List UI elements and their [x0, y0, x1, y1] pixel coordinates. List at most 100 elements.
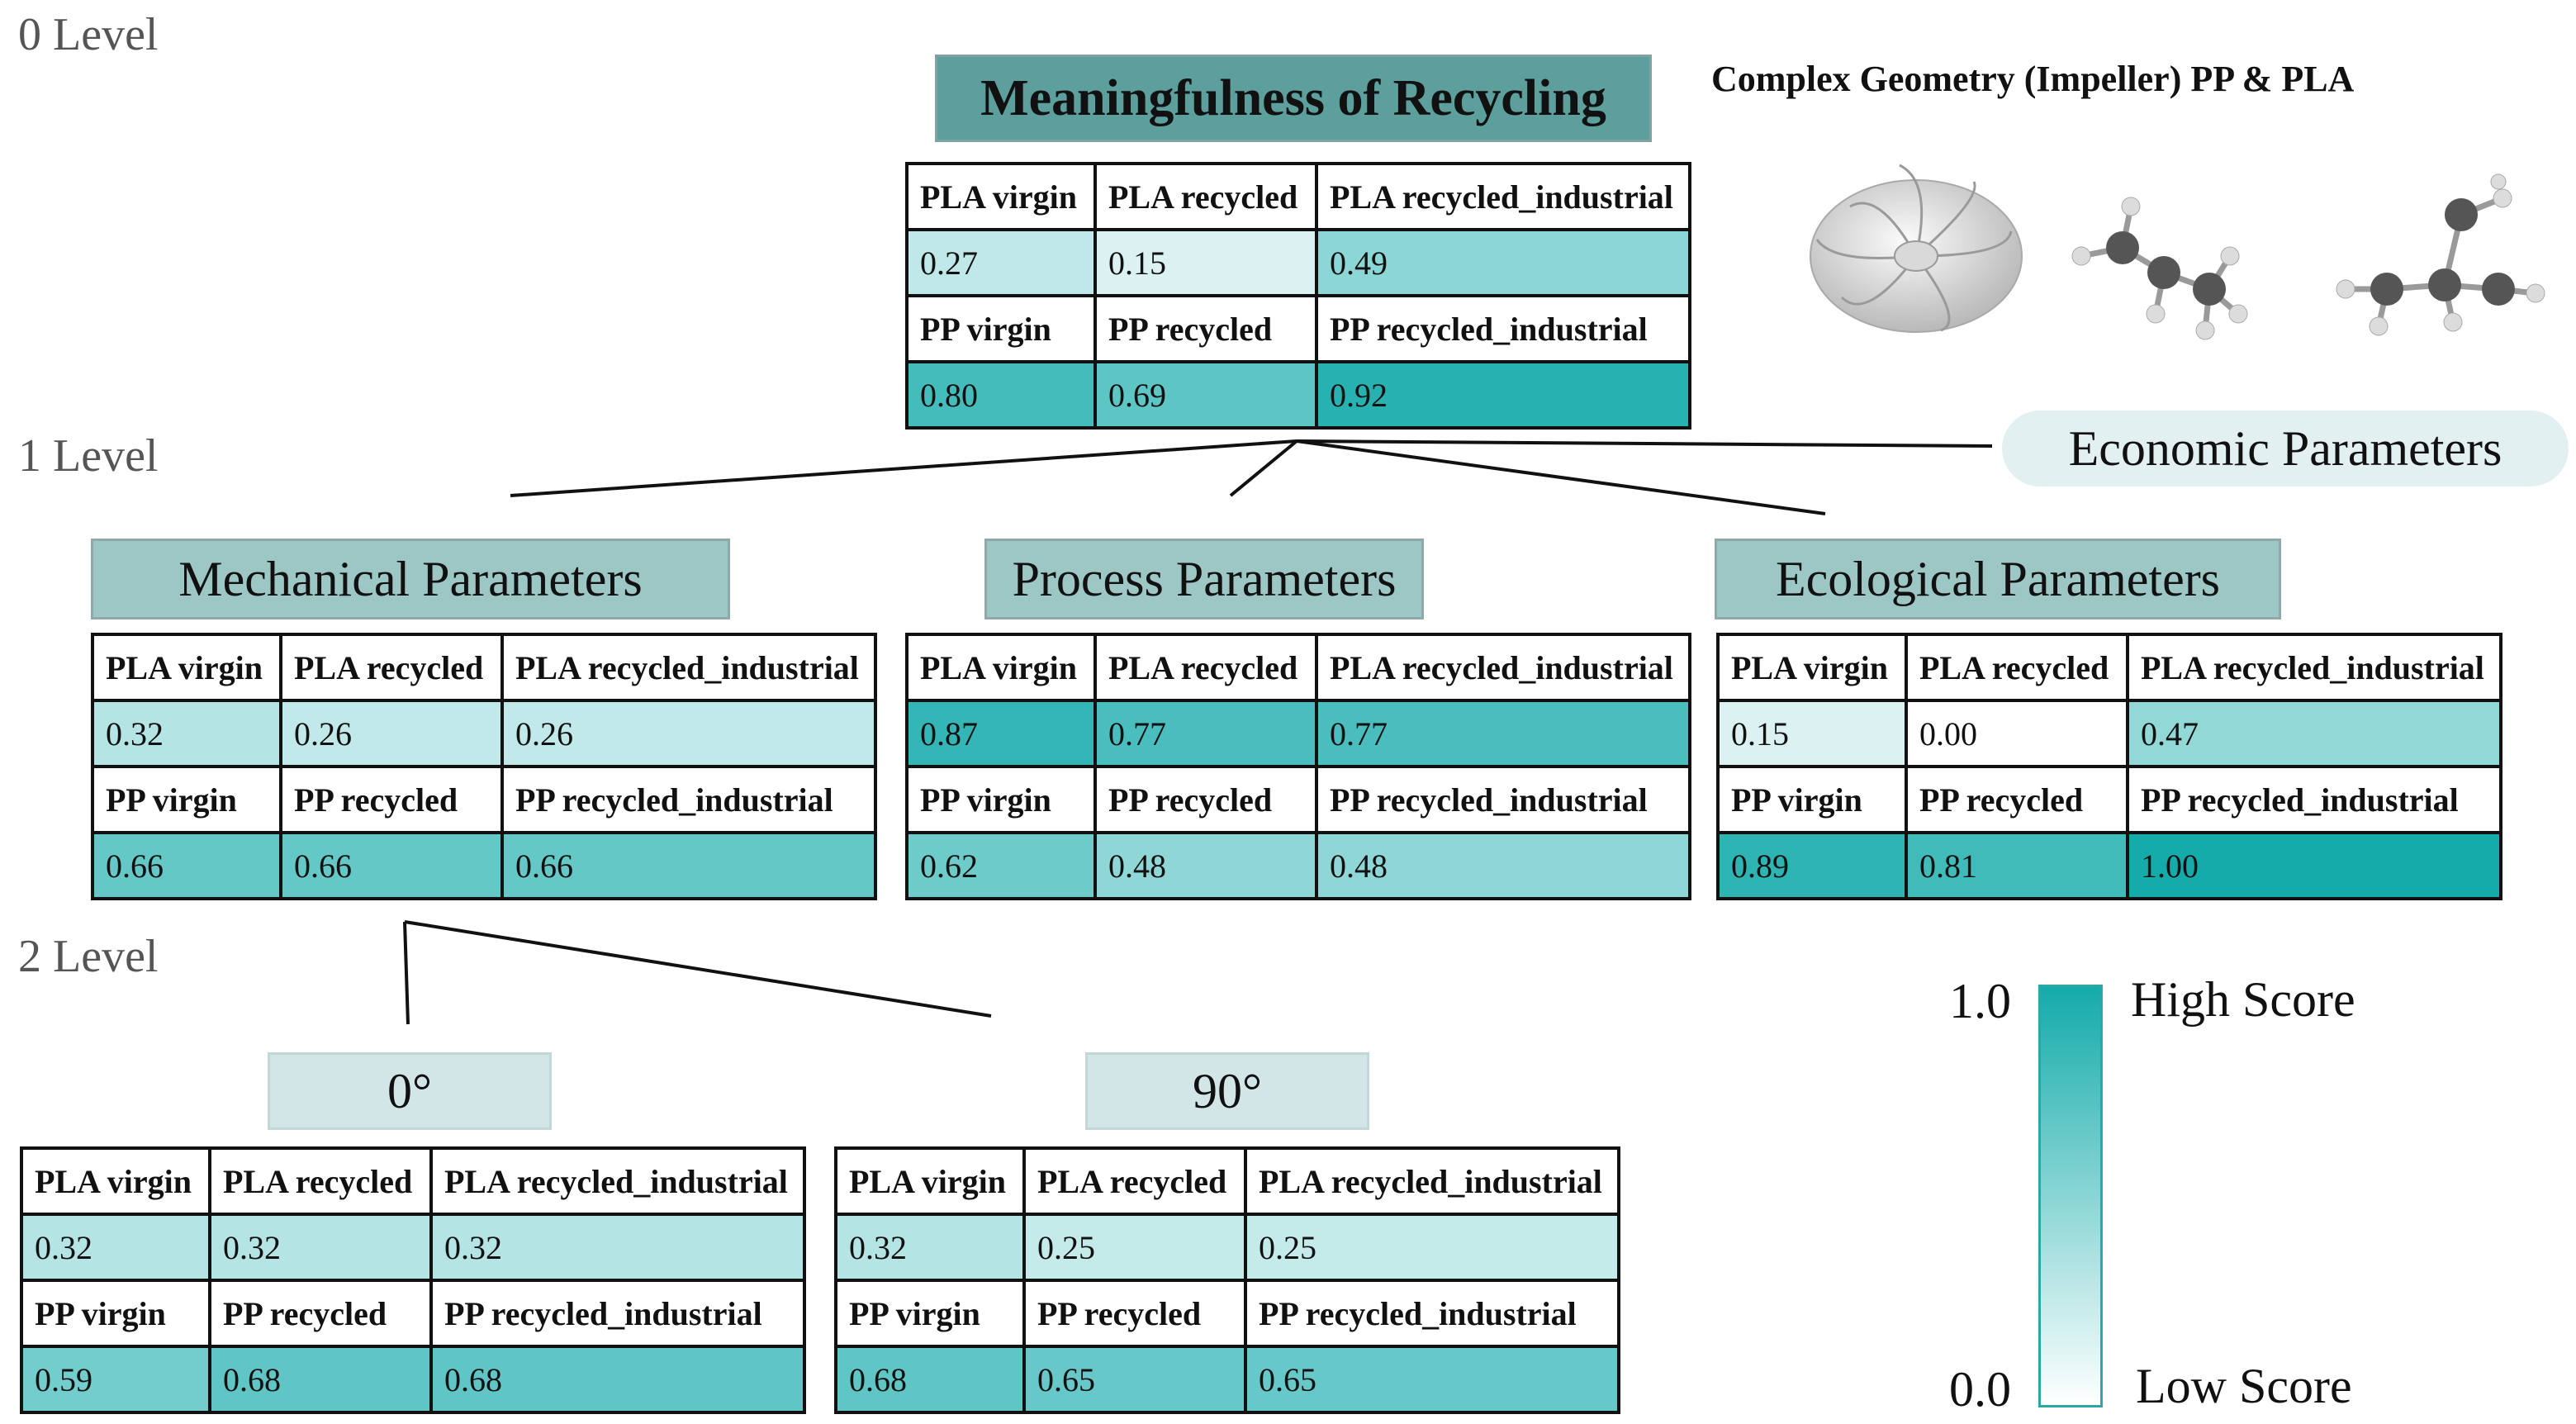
material-label-cell: PP recycled_industrial	[1315, 294, 1691, 363]
score-value-cell: 0.65	[1244, 1345, 1620, 1414]
level-2-label: 2 Level	[18, 931, 159, 982]
score-value-cell: 0.27	[905, 228, 1097, 297]
material-label-cell: PLA recycled_industrial	[1315, 633, 1691, 702]
score-value-cell: 0.49	[1315, 228, 1691, 297]
material-label-cell: PP recycled_industrial	[1315, 765, 1691, 834]
material-label-cell: PLA recycled_industrial	[1244, 1146, 1620, 1216]
economic-parameters-node: Economic Parameters	[2002, 411, 2569, 487]
mechanical-header: Mechanical Parameters	[91, 539, 730, 619]
score-color-legend	[2038, 985, 2103, 1407]
material-label-cell: PP recycled_industrial	[429, 1279, 806, 1348]
legend-low-label: Low Score	[2136, 1359, 2352, 1413]
material-label-cell: PP recycled	[1905, 765, 2129, 834]
process-header: Process Parameters	[984, 539, 1424, 619]
material-label-cell: PLA recycled	[1093, 633, 1318, 702]
score-value-cell: 0.65	[1022, 1345, 1247, 1414]
material-label-cell: PP recycled	[279, 765, 504, 834]
score-value-cell: 0.32	[834, 1213, 1026, 1282]
score-value-cell: 0.68	[208, 1345, 433, 1414]
material-label-cell: PLA recycled	[1022, 1146, 1247, 1216]
connector-root-economic	[1296, 439, 1993, 448]
material-label-cell: PP recycled	[1093, 765, 1318, 834]
score-value-cell: 0.66	[279, 831, 504, 900]
material-label-cell: PP virgin	[905, 294, 1097, 363]
level-0-label: 0 Level	[18, 9, 159, 60]
pla-molecule-icon	[2071, 197, 2248, 340]
material-label-cell: PLA recycled_industrial	[2126, 633, 2502, 702]
connector-root-ecological	[1296, 439, 1826, 515]
score-value-cell: 0.00	[1905, 699, 2129, 768]
legend-max-label: 1.0	[1949, 974, 2011, 1028]
material-label-cell: PLA recycled	[208, 1146, 433, 1216]
material-label-cell: PLA virgin	[834, 1146, 1026, 1216]
level-1-label: 1 Level	[18, 430, 159, 482]
score-value-cell: 0.26	[500, 699, 877, 768]
score-value-cell: 0.80	[905, 360, 1097, 430]
score-value-cell: 0.26	[279, 699, 504, 768]
score-value-cell: 0.89	[1716, 831, 1908, 900]
score-value-cell: 0.77	[1093, 699, 1318, 768]
score-value-cell: 0.25	[1022, 1213, 1247, 1282]
material-label-cell: PP recycled	[1022, 1279, 1247, 1348]
score-value-cell: 0.48	[1315, 831, 1691, 900]
score-value-cell: 0.68	[429, 1345, 806, 1414]
connector-mech-0deg	[403, 921, 410, 1025]
score-value-cell: 0.15	[1093, 228, 1318, 297]
score-value-cell: 0.25	[1244, 1213, 1620, 1282]
score-value-cell: 0.47	[2126, 699, 2502, 768]
material-label-cell: PP virgin	[20, 1279, 211, 1348]
score-value-cell: 0.81	[1905, 831, 2129, 900]
impeller-illustration	[1810, 164, 2023, 333]
score-value-cell: 0.62	[905, 831, 1097, 900]
geometry-title: Complex Geometry (Impeller) PP & PLA	[1711, 59, 2355, 99]
deg0-header: 0°	[268, 1052, 552, 1130]
material-label-cell: PP recycled_industrial	[1244, 1279, 1620, 1348]
material-label-cell: PP recycled	[1093, 294, 1318, 363]
material-label-cell: PLA recycled	[1093, 162, 1318, 231]
material-label-cell: PLA virgin	[905, 633, 1097, 702]
material-label-cell: PLA recycled_industrial	[1315, 162, 1691, 231]
material-label-cell: PP recycled	[208, 1279, 433, 1348]
legend-high-label: High Score	[2131, 972, 2355, 1027]
connector-root-mechanical	[510, 439, 1297, 497]
score-value-cell: 0.32	[20, 1213, 211, 1282]
score-value-cell: 0.69	[1093, 360, 1318, 430]
material-label-cell: PLA virgin	[905, 162, 1097, 231]
score-value-cell: 0.59	[20, 1345, 211, 1414]
material-label-cell: PLA recycled_industrial	[429, 1146, 806, 1216]
score-value-cell: 0.77	[1315, 699, 1691, 768]
legend-min-label: 0.0	[1949, 1362, 2011, 1417]
score-value-cell: 0.32	[91, 699, 282, 768]
score-value-cell: 0.32	[429, 1213, 806, 1282]
material-label-cell: PLA recycled_industrial	[500, 633, 877, 702]
ecological-header: Ecological Parameters	[1715, 539, 2281, 619]
material-label-cell: PP virgin	[834, 1279, 1026, 1348]
score-value-cell: 0.32	[208, 1213, 433, 1282]
score-value-cell: 0.66	[91, 831, 282, 900]
material-label-cell: PLA virgin	[91, 633, 282, 702]
